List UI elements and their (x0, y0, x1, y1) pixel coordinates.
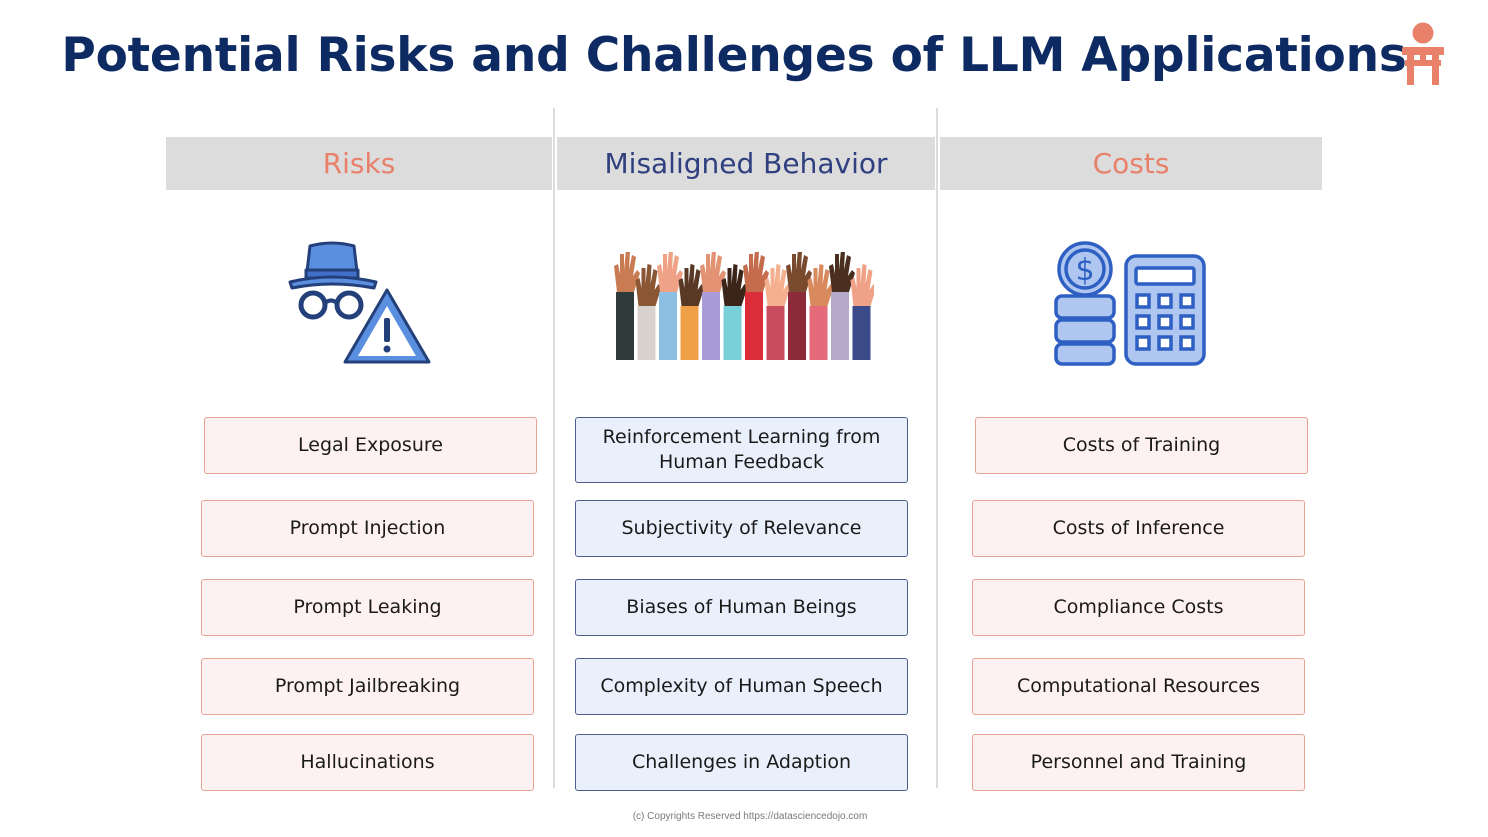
cost-item-compliance: Compliance Costs (972, 579, 1305, 636)
raised-hand (743, 252, 769, 360)
torii-gate-logo (1402, 22, 1444, 85)
column-divider-right (936, 108, 938, 788)
header-costs: Costs (940, 137, 1322, 190)
cost-item-computational: Computational Resources (972, 658, 1305, 715)
copyright-footer: (c) Copyrights Reserved https://datascie… (632, 811, 868, 822)
misaligned-item-rlhf: Reinforcement Learning from Human Feedba… (575, 417, 908, 483)
misaligned-item-subjectivity: Subjectivity of Relevance (575, 500, 908, 557)
raised-hand (700, 252, 726, 360)
misaligned-item-biases: Biases of Human Beings (575, 579, 908, 636)
svg-text:$: $ (1075, 253, 1094, 288)
header-costs-label: Costs (1092, 147, 1170, 180)
risk-item-legal-exposure: Legal Exposure (204, 417, 537, 474)
raised-hand (657, 252, 683, 360)
raised-hand (635, 264, 662, 360)
raised-hand (721, 264, 748, 360)
risk-item-prompt-injection: Prompt Injection (201, 500, 534, 557)
raised-hands-crowd-icon (614, 252, 874, 360)
risk-item-hallucinations: Hallucinations (201, 734, 534, 791)
raised-hand (786, 252, 812, 360)
risk-item-prompt-jailbreaking: Prompt Jailbreaking (201, 658, 534, 715)
misaligned-item-adaption: Challenges in Adaption (575, 734, 908, 791)
spy-hat-glasses-warning-icon (288, 241, 431, 364)
raised-hand (764, 264, 791, 360)
raised-hand (807, 264, 834, 360)
raised-hand (614, 252, 640, 360)
cost-item-personnel: Personnel and Training (972, 734, 1305, 791)
coins-calculator-icon: $ (1054, 241, 1206, 366)
raised-hand (829, 252, 855, 360)
header-risks-label: Risks (322, 147, 396, 180)
column-divider-left (553, 108, 555, 788)
misaligned-item-complexity: Complexity of Human Speech (575, 658, 908, 715)
header-risks: Risks (166, 137, 552, 190)
page-title: Potential Risks and Challenges of LLM Ap… (61, 28, 1407, 83)
risk-item-prompt-leaking: Prompt Leaking (201, 579, 534, 636)
raised-hand (678, 264, 705, 360)
header-misaligned-label: Misaligned Behavior (604, 147, 888, 180)
header-misaligned-behavior: Misaligned Behavior (557, 137, 935, 190)
raised-hand (850, 264, 874, 360)
cost-item-inference: Costs of Inference (972, 500, 1305, 557)
cost-item-training: Costs of Training (975, 417, 1308, 474)
